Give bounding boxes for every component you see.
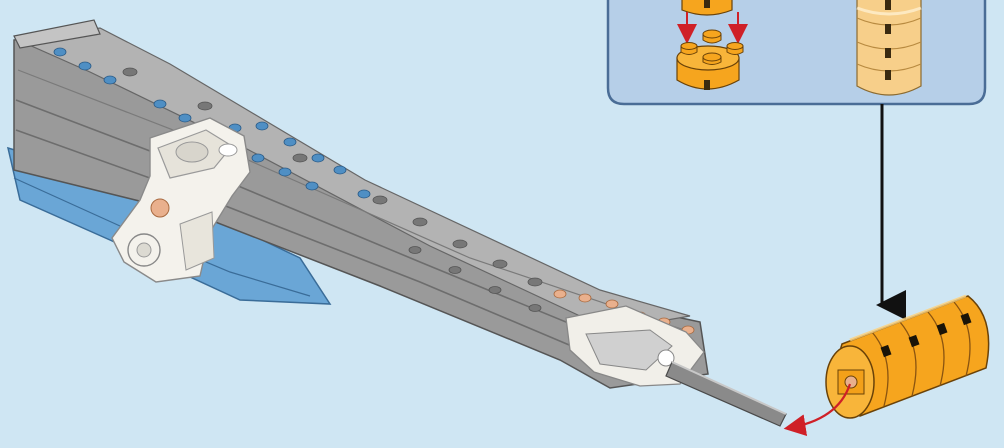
inset-panel [608, 0, 985, 104]
round-brick-stack-icon [857, 0, 921, 95]
